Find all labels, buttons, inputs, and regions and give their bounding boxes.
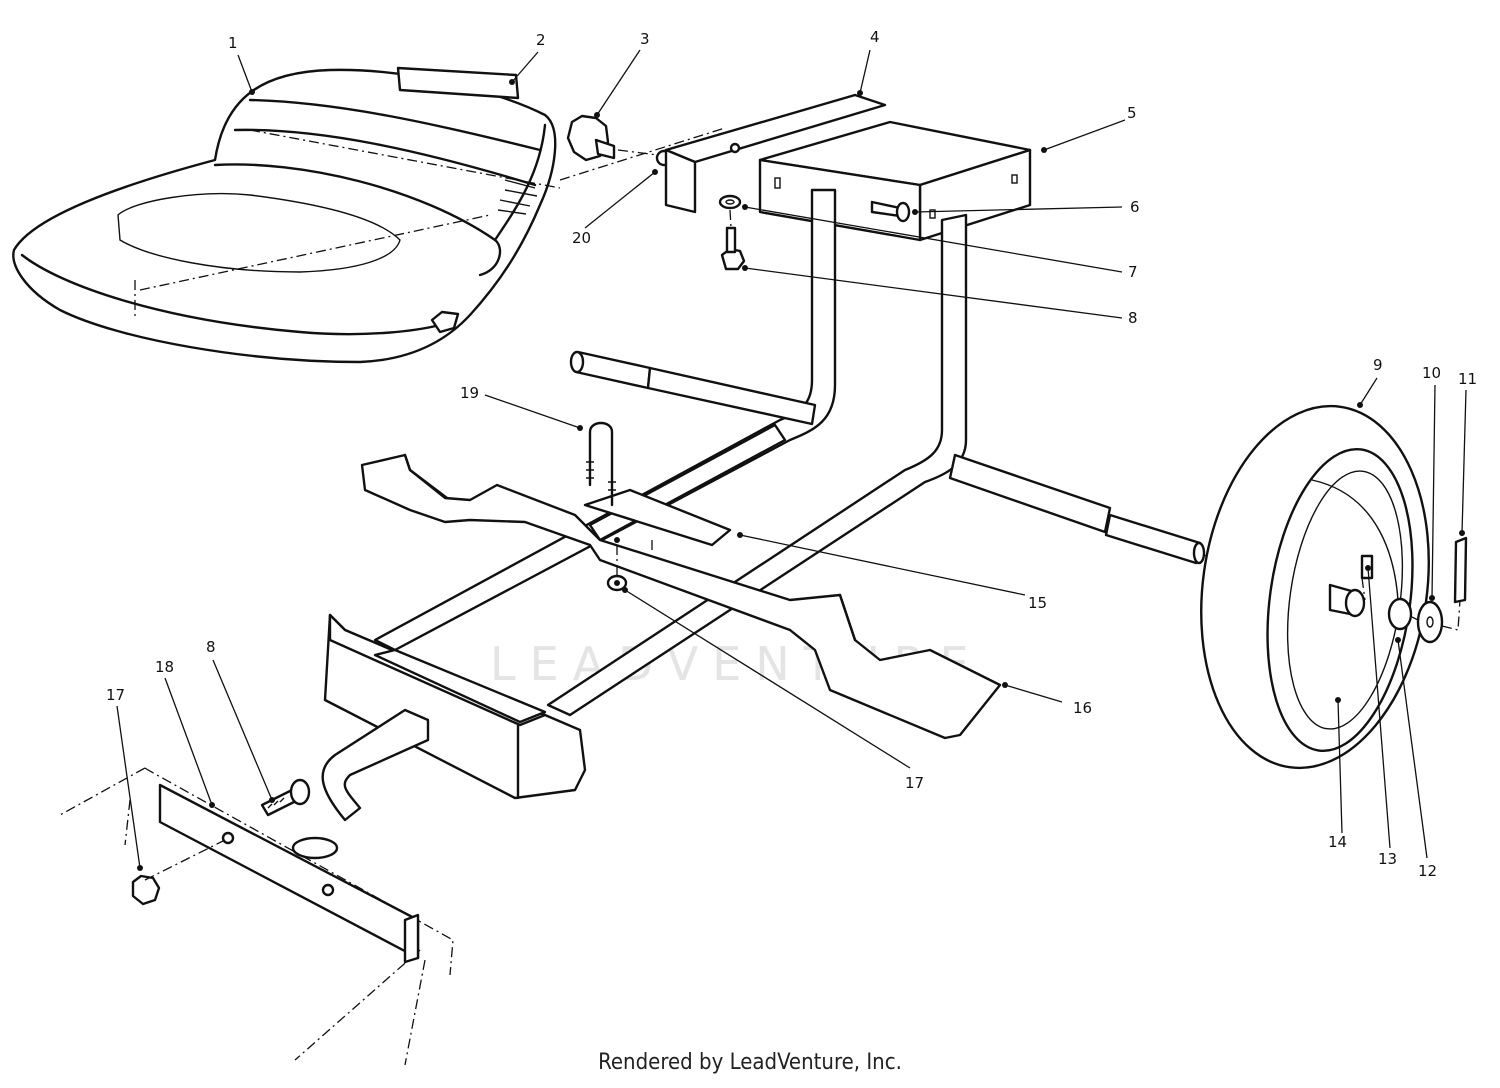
callout-19: 19 xyxy=(460,384,479,402)
callout-12: 12 xyxy=(1418,862,1437,880)
callout-5: 5 xyxy=(1127,104,1137,122)
flange-bolt xyxy=(720,226,746,271)
seat-bracket xyxy=(396,66,520,100)
callout-7: 7 xyxy=(1128,263,1138,281)
seat xyxy=(12,68,557,364)
hitch-bracket xyxy=(59,767,454,1066)
callout-14: 14 xyxy=(1328,833,1347,851)
wheel xyxy=(1200,404,1468,770)
callout-10: 10 xyxy=(1422,364,1441,382)
callout-20: 20 xyxy=(572,229,591,247)
callout-16: 16 xyxy=(1073,699,1092,717)
front-bumper xyxy=(323,613,587,800)
callout-17-upper: 17 xyxy=(905,774,924,792)
lock-nut xyxy=(606,537,628,592)
adjustment-knob xyxy=(566,114,673,167)
callout-17-lower: 17 xyxy=(106,686,125,704)
callout-3: 3 xyxy=(640,30,650,48)
callout-8-upper: 8 xyxy=(1128,309,1138,327)
hitch-pipe xyxy=(321,708,430,822)
callout-11: 11 xyxy=(1458,370,1477,388)
washer xyxy=(718,194,742,210)
callout-4: 4 xyxy=(870,28,880,46)
leader-lines xyxy=(116,49,1467,871)
seat-mount-box xyxy=(758,120,1032,242)
callout-13: 13 xyxy=(1378,850,1397,868)
slide-rail xyxy=(664,93,887,214)
callout-6: 6 xyxy=(1130,198,1140,216)
callout-2: 2 xyxy=(536,31,546,49)
callout-18: 18 xyxy=(155,658,174,676)
u-bolt xyxy=(586,421,616,507)
callout-1: 1 xyxy=(228,34,238,52)
callout-15: 15 xyxy=(1028,594,1047,612)
hitch-cradle xyxy=(360,453,1002,740)
callout-9: 9 xyxy=(1373,356,1383,374)
credit-text: Rendered by LeadVenture, Inc. xyxy=(598,1050,902,1075)
callouts: 1 2 3 4 5 6 7 8 8 9 10 11 12 13 14 15 16… xyxy=(106,28,1477,880)
bolt xyxy=(870,200,911,223)
assembly-lines xyxy=(139,127,1461,631)
mount-plate xyxy=(583,488,732,547)
callout-8-lower: 8 xyxy=(206,638,216,656)
